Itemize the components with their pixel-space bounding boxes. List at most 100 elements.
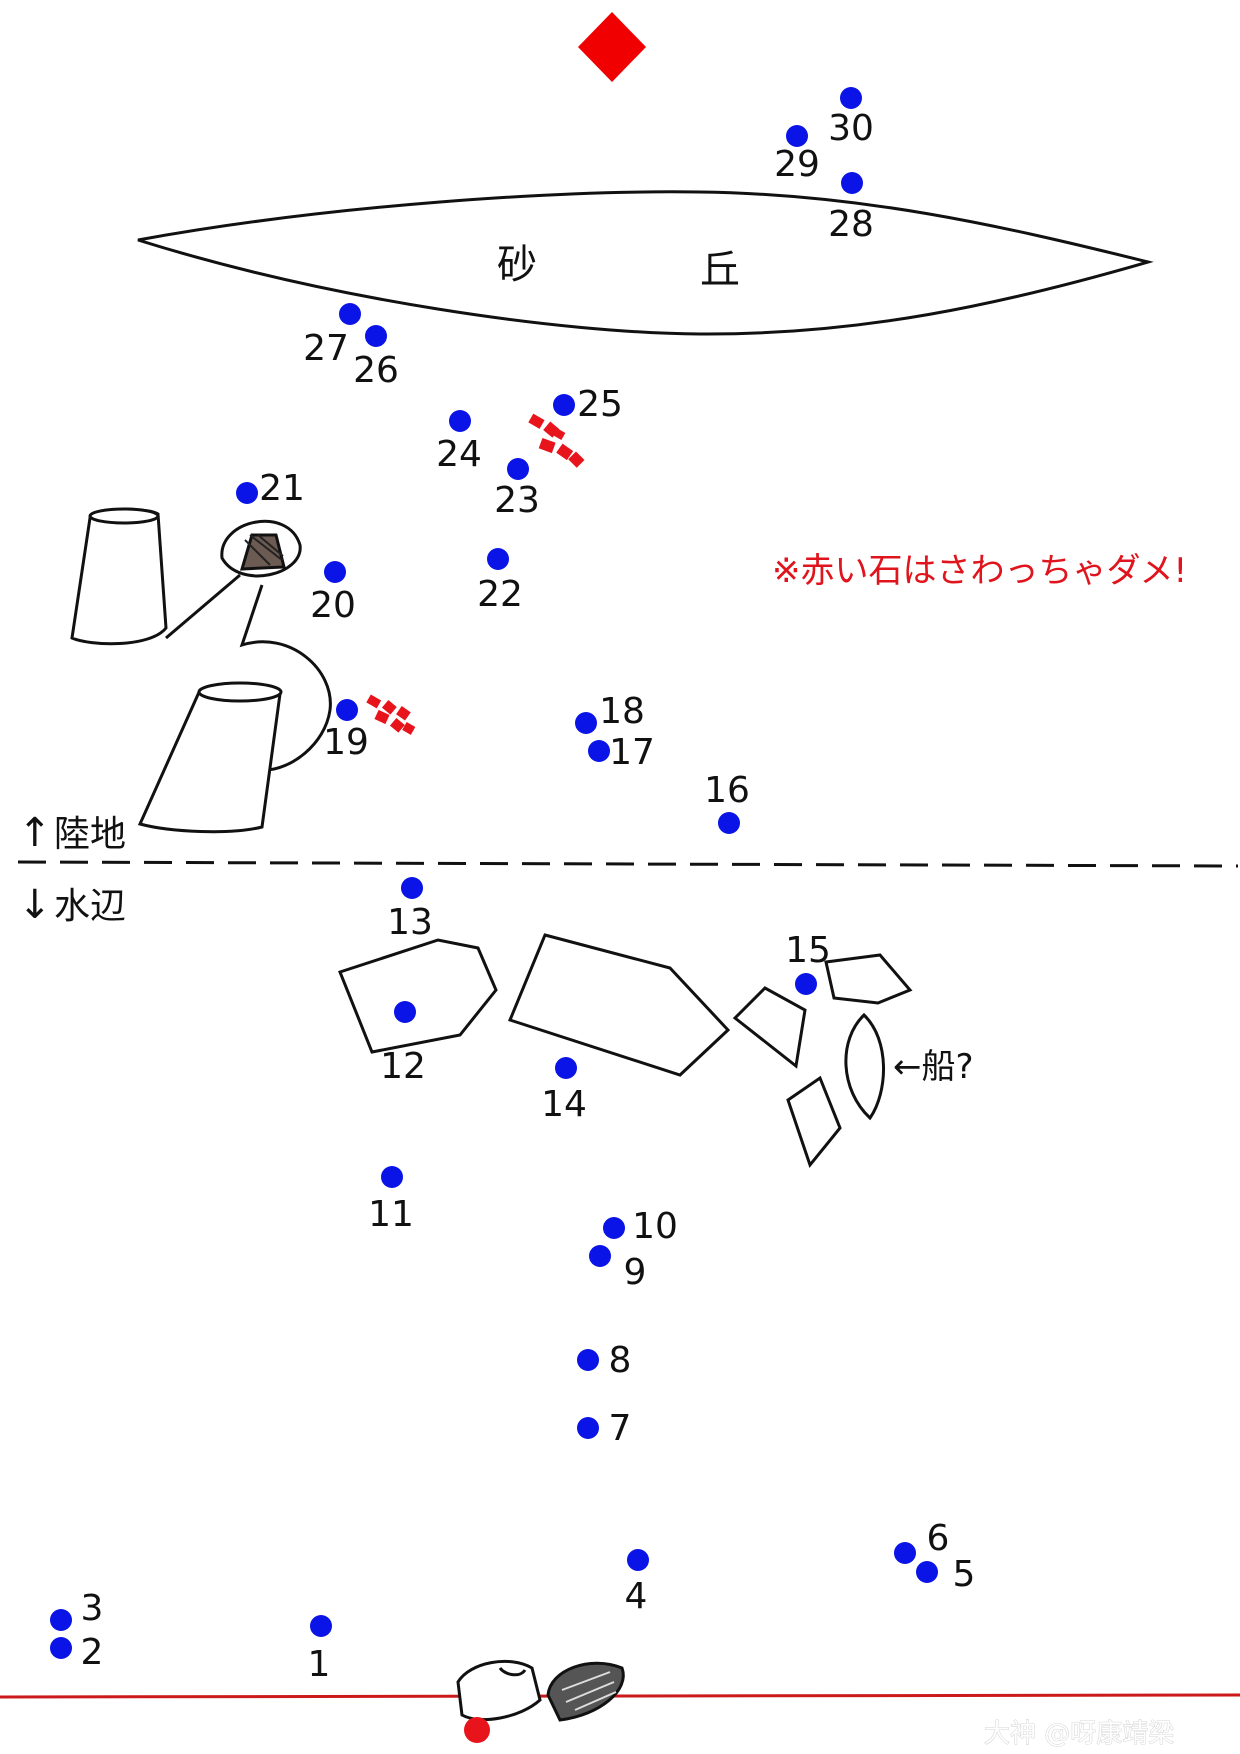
point-number-label: 11 <box>368 1194 414 1235</box>
bucket-lower <box>137 681 283 834</box>
point-14[interactable]: 14 <box>541 1057 587 1125</box>
point-17[interactable]: 17 <box>588 732 655 773</box>
point-12[interactable]: 12 <box>380 1001 426 1087</box>
point-dot[interactable] <box>575 712 597 734</box>
point-number-label: 24 <box>436 434 482 475</box>
point-dot[interactable] <box>381 1166 403 1188</box>
point-28[interactable]: 28 <box>828 172 874 245</box>
point-number-label: 12 <box>380 1046 426 1087</box>
point-dot[interactable] <box>310 1615 332 1637</box>
point-number-label: 21 <box>259 468 305 509</box>
point-dot[interactable] <box>589 1245 611 1267</box>
land-arrow: ↑ <box>18 810 52 856</box>
sand-dune-label-1: 砂 <box>497 242 537 288</box>
land-label: 陸地 <box>54 814 126 855</box>
point-30[interactable]: 30 <box>828 87 874 149</box>
point-25[interactable]: 25 <box>553 384 623 425</box>
point-number-label: 17 <box>609 732 655 773</box>
sand-dune-label-2: 丘 <box>700 247 740 293</box>
point-dot[interactable] <box>449 410 471 432</box>
point-dot[interactable] <box>577 1349 599 1371</box>
point-dot[interactable] <box>553 394 575 416</box>
point-8[interactable]: 8 <box>577 1340 631 1381</box>
point-dot[interactable] <box>840 87 862 109</box>
point-23[interactable]: 23 <box>494 458 540 521</box>
sand-dune <box>137 190 1154 336</box>
shoreline-divider <box>17 860 1239 868</box>
cup-in-circle <box>220 519 332 772</box>
point-7[interactable]: 7 <box>577 1408 631 1449</box>
point-dot[interactable] <box>577 1417 599 1439</box>
point-27[interactable]: 27 <box>303 303 361 369</box>
point-number-label: 6 <box>927 1518 950 1559</box>
point-22[interactable]: 22 <box>477 548 523 615</box>
point-number-label: 7 <box>609 1408 632 1449</box>
start-line <box>0 1693 1240 1699</box>
rock-small-1 <box>732 986 807 1069</box>
point-5[interactable]: 5 <box>916 1554 975 1595</box>
point-dot[interactable] <box>916 1561 938 1583</box>
point-dot[interactable] <box>401 877 423 899</box>
point-number-label: 3 <box>81 1588 104 1629</box>
point-number-label: 18 <box>599 691 645 732</box>
point-dot[interactable] <box>588 740 610 762</box>
point-9[interactable]: 9 <box>589 1245 646 1293</box>
start-shoes-icon <box>456 1660 625 1743</box>
point-dot[interactable] <box>786 125 808 147</box>
point-dot[interactable] <box>555 1057 577 1079</box>
point-3[interactable]: 3 <box>50 1588 103 1631</box>
point-29[interactable]: 29 <box>774 125 820 185</box>
point-dot[interactable] <box>339 303 361 325</box>
point-dot[interactable] <box>507 458 529 480</box>
boat-label: ←船? <box>893 1047 974 1087</box>
point-number-label: 14 <box>541 1084 587 1125</box>
point-number-label: 23 <box>494 480 540 521</box>
point-dot[interactable] <box>50 1609 72 1631</box>
point-number-label: 28 <box>828 204 874 245</box>
point-dot[interactable] <box>603 1217 625 1239</box>
rock-small-3 <box>786 1075 842 1169</box>
point-dot[interactable] <box>487 548 509 570</box>
point-dot[interactable] <box>336 699 358 721</box>
point-11[interactable]: 11 <box>368 1166 414 1235</box>
point-dot[interactable] <box>894 1542 916 1564</box>
point-number-label: 16 <box>704 770 750 811</box>
point-10[interactable]: 10 <box>603 1206 678 1247</box>
point-13[interactable]: 13 <box>387 877 433 943</box>
point-dot[interactable] <box>324 561 346 583</box>
point-24[interactable]: 24 <box>436 410 482 475</box>
point-dot[interactable] <box>365 325 387 347</box>
point-26[interactable]: 26 <box>353 325 399 391</box>
point-dot[interactable] <box>627 1549 649 1571</box>
point-dot[interactable] <box>841 172 863 194</box>
rock-middle <box>507 933 731 1077</box>
point-4[interactable]: 4 <box>625 1549 649 1617</box>
point-number-label: 26 <box>353 350 399 391</box>
water-arrow: ↓ <box>18 882 52 928</box>
point-19[interactable]: 19 <box>323 699 369 763</box>
bucket-upper <box>70 507 241 646</box>
point-dot[interactable] <box>50 1637 72 1659</box>
start-point-icon <box>464 1717 490 1743</box>
goal-diamond-icon <box>578 12 646 82</box>
point-dot[interactable] <box>795 973 817 995</box>
point-dot[interactable] <box>236 482 258 504</box>
point-dot[interactable] <box>718 812 740 834</box>
point-1[interactable]: 1 <box>308 1615 332 1685</box>
point-number-label: 15 <box>785 930 831 971</box>
point-15[interactable]: 15 <box>785 930 831 995</box>
point-number-label: 4 <box>625 1576 648 1617</box>
point-number-label: 25 <box>577 384 623 425</box>
rock-left <box>338 938 498 1054</box>
point-6[interactable]: 6 <box>894 1518 949 1564</box>
point-2[interactable]: 2 <box>50 1632 103 1673</box>
point-18[interactable]: 18 <box>575 691 645 734</box>
point-16[interactable]: 16 <box>704 770 750 834</box>
point-number-label: 22 <box>477 574 523 615</box>
point-20[interactable]: 20 <box>310 561 356 626</box>
point-21[interactable]: 21 <box>236 468 305 509</box>
point-dot[interactable] <box>394 1001 416 1023</box>
water-label: 水辺 <box>54 886 126 927</box>
